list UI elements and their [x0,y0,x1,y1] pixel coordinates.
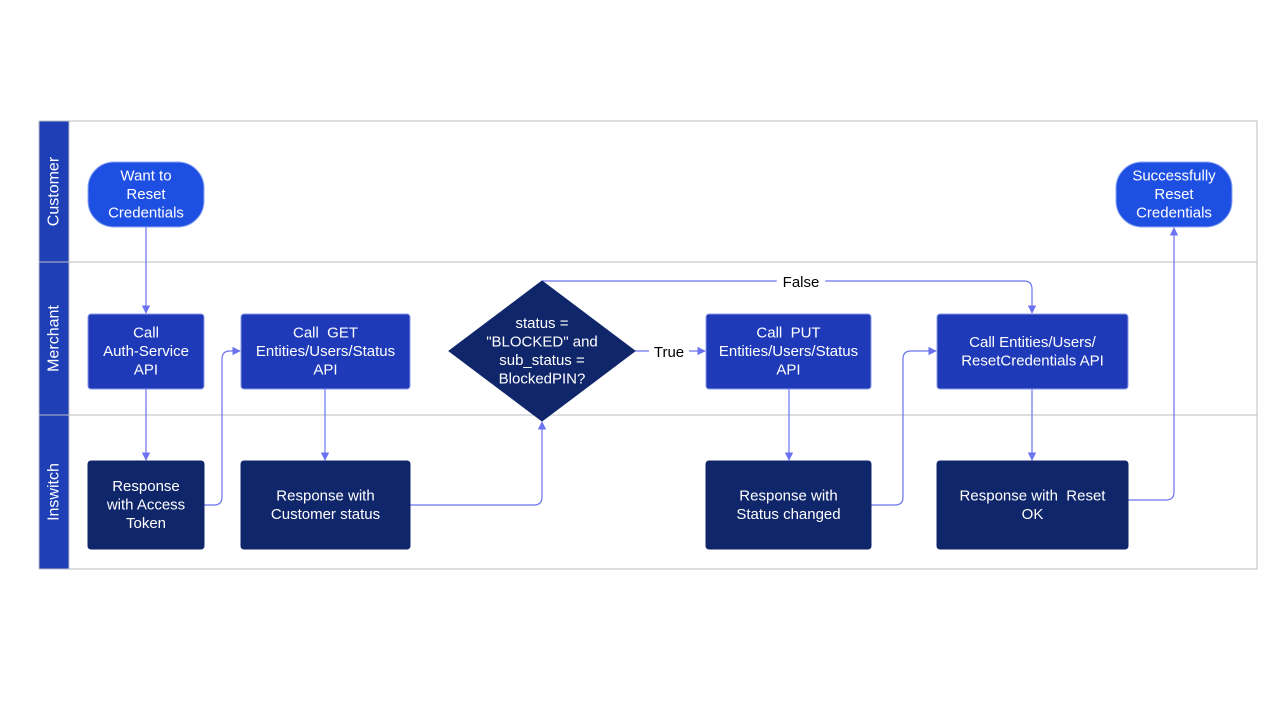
node-decision-text-line: "BLOCKED" and [486,333,598,350]
node-changed-resp-text-line: Status changed [736,506,840,523]
node-start-text-line: Want to [120,168,171,185]
edge-changed-to-reset-line [871,346,937,506]
edge-statusresp-to-decision [410,421,547,506]
edge-statusresp-to-decision-line [410,421,547,506]
node-put-status-call-text-line: API [776,362,800,379]
node-end-shape [1115,161,1233,228]
node-start-shape [87,161,205,228]
node-auth-call-text-line: API [134,362,158,379]
edge-decision-false-line [542,280,1037,314]
node-reset-call-text-line: Call Entities/Users/ [969,334,1097,351]
edge-resetresp-to-end [1128,227,1179,501]
node-auth-call-text-line: Auth-Service [103,343,189,360]
node-status-resp-shape [240,460,411,550]
node-decision-shape [448,280,636,422]
node-auth-resp-text-line: Response [112,478,180,495]
edge-authresp-to-get [204,346,241,506]
lane-inswitch-label: Inswitch [46,463,63,521]
node-get-status-call-text-line: Call GET [293,325,358,342]
node-get-status-call-text-line: API [313,362,337,379]
nodes-layer: Want toResetCredentialsSuccessfullyReset… [87,161,1233,550]
node-get-status-call-shape [240,313,411,390]
edge-decision-true-label-bg [649,342,689,361]
node-put-status-call-text-line: Call PUT [756,325,820,342]
node-auth-resp-shape [87,460,205,550]
node-reset-resp-shape [936,460,1129,550]
lane-customer-label: Customer [46,156,63,226]
edge-decision-false-label: False [783,274,820,291]
node-put-status-call-text-line: Entities/Users/Status [719,343,858,360]
lane-customer-body [38,120,1258,263]
node-get-status-call-text-line: Entities/Users/Status [256,343,395,360]
node-decision-text-line: status = [516,315,569,332]
node-auth-call-shape [87,313,205,390]
edge-decision-true-label: True [654,344,684,361]
node-end-text-line: Reset [1154,186,1194,203]
node-decision: status ="BLOCKED" and sub_status =Blocked… [448,280,636,422]
node-end-text-line: Successfully [1132,168,1216,185]
lane-inswitch-header [38,414,70,570]
edge-decision-true: True [635,342,706,361]
edge-resetresp-to-end-line [1128,227,1179,501]
edge-decision-false: False [542,272,1037,314]
node-start-text-line: Credentials [108,205,184,222]
node-reset-call-shape [936,313,1129,390]
node-reset-call-text-line: ResetCredentials API [961,352,1104,369]
edges-layer: True False [141,227,1179,506]
lane-customer-header [38,120,70,263]
node-changed-resp-shape [705,460,872,550]
node-changed-resp-text-line: Response with [739,487,837,504]
edge-authresp-to-get-line [204,346,241,506]
node-decision-text-line: sub_status = [499,352,585,369]
node-auth-call-text-line: Call [133,325,159,342]
node-auth-resp-text-line: with Access [106,497,185,514]
node-reset-resp-text-line: Response with Reset [960,487,1107,504]
node-auth-resp-text-line: Token [126,515,166,532]
node-end-text-line: Credentials [1136,205,1212,222]
node-put-status-call-shape [705,313,872,390]
node-status-resp-text-line: Response with [276,487,374,504]
node-decision-text-line: BlockedPIN? [499,370,586,387]
node-reset-resp-text-line: OK [1022,506,1044,523]
lane-customer: Customer [38,120,1258,263]
lane-merchant-label: Merchant [46,305,63,372]
node-start-text-line: Reset [126,186,166,203]
edge-decision-false-label-bg [776,272,826,291]
lane-merchant-header [38,261,70,416]
node-status-resp-text-line: Customer status [271,506,380,523]
node-reset-call: Call Entities/Users/ResetCredentials API [936,313,1129,390]
edge-changed-to-reset [871,346,937,506]
